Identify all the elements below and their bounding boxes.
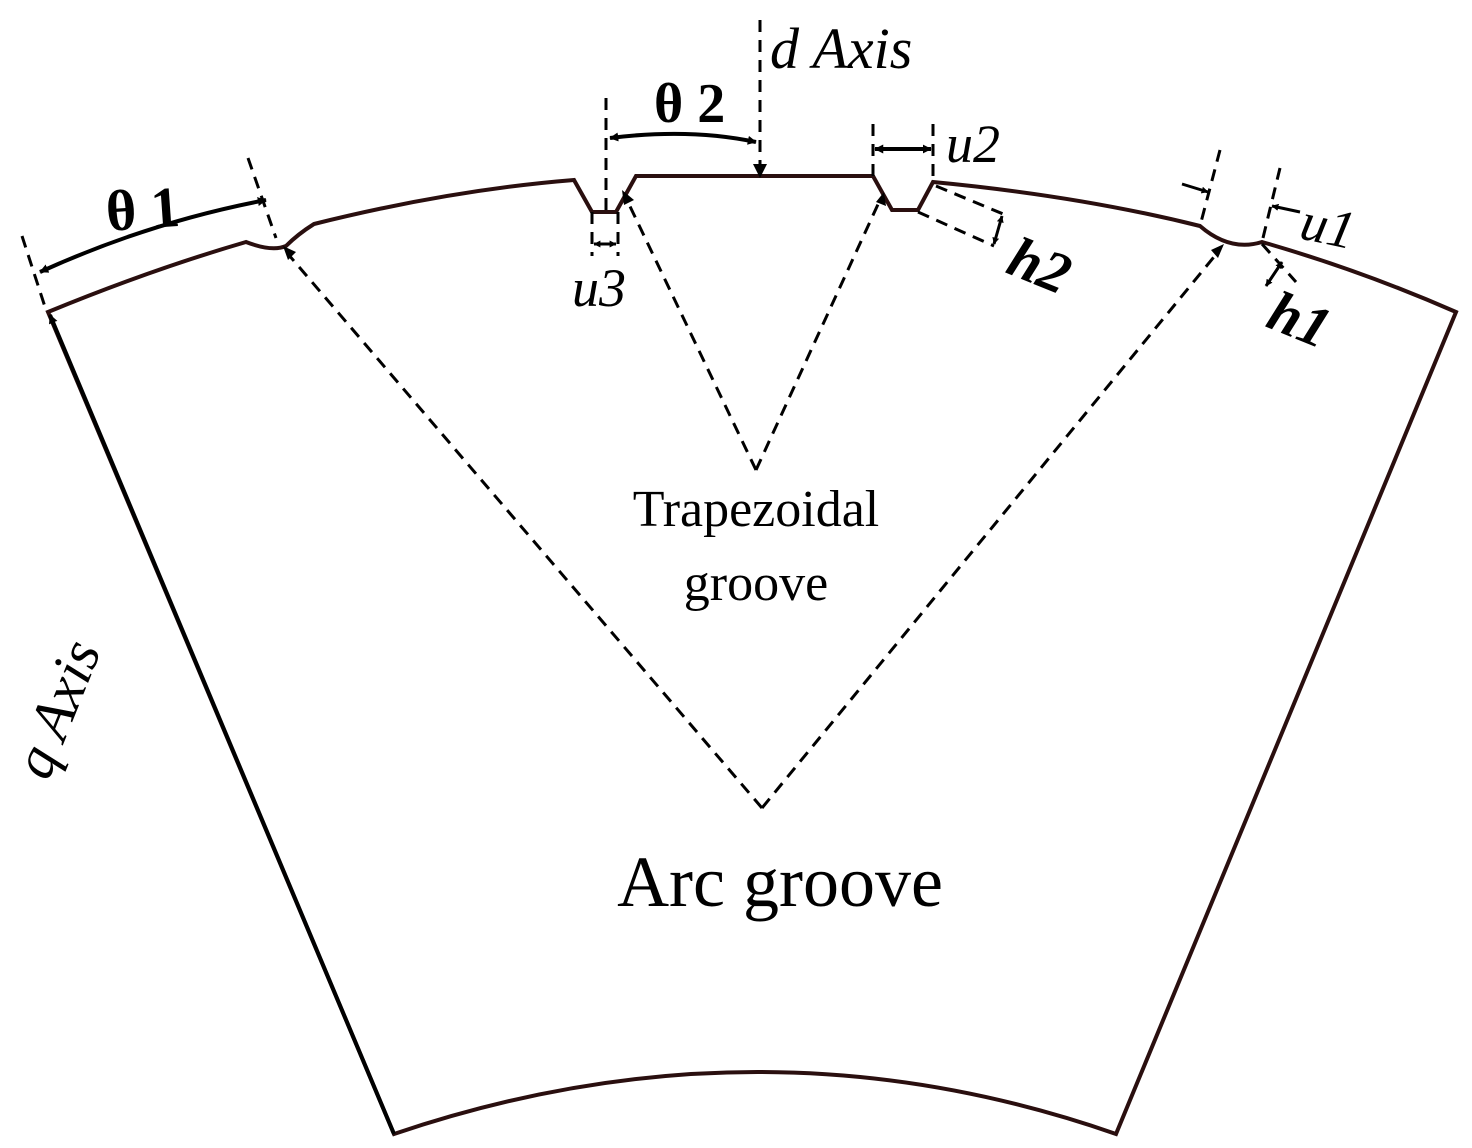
trapezoidal-groove-label-line1: Trapezoidal — [633, 481, 879, 538]
h2-label: h2 — [999, 224, 1080, 307]
u1-left-extension — [1198, 149, 1222, 227]
q-axis-line — [48, 314, 396, 1135]
h1-arrow — [1264, 261, 1284, 287]
arc-groove-left-arrowhead — [283, 246, 296, 260]
u3-label: u3 — [572, 258, 626, 318]
arc-groove-label: Arc groove — [617, 842, 943, 922]
pole-outline — [45, 174, 1459, 1137]
arc-groove-right-arrowhead — [1211, 244, 1224, 258]
q-axis-label: q Axis — [0, 631, 113, 787]
trap-groove-left-line — [624, 197, 758, 471]
trap-groove-right-line — [754, 199, 882, 471]
theta1-label: θ 1 — [104, 174, 182, 244]
u1-label: u1 — [1296, 191, 1361, 261]
theta2-label: θ 2 — [654, 73, 725, 135]
d-axis-label: d Axis — [770, 16, 912, 81]
trap-groove-right-arrowhead — [876, 192, 886, 206]
h2-lower-extension — [917, 210, 995, 248]
theta2-arrow — [609, 131, 757, 145]
trap-groove-left-arrowhead — [622, 190, 634, 205]
h1-label: h1 — [1259, 278, 1340, 361]
u1-left-tick — [1181, 182, 1209, 194]
u2-label: u2 — [946, 114, 1000, 174]
arc-groove-left-line — [286, 253, 764, 809]
theta1-left-extension — [20, 235, 48, 311]
u1-right-extension — [1260, 167, 1282, 243]
theta1-arrow — [39, 197, 267, 274]
theta1-right-extension — [246, 157, 278, 239]
d-axis-arrowhead — [753, 164, 767, 178]
h2-upper-extension — [935, 184, 1009, 218]
trapezoidal-groove-label-line2: groove — [684, 555, 828, 612]
h2-arrow — [992, 215, 1004, 245]
u1-right-tick — [1271, 203, 1301, 214]
